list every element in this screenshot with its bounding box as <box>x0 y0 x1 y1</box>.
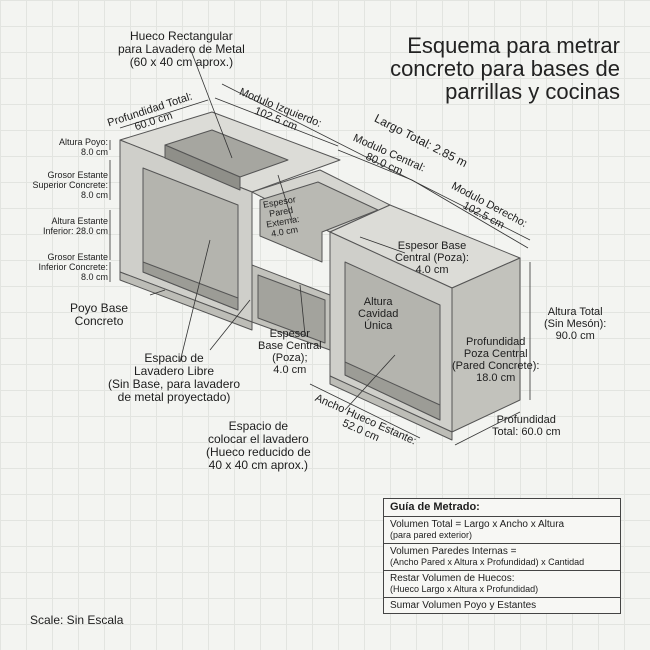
right-cavity-floor <box>344 361 441 421</box>
guide-row: Volumen Paredes Internas = (Ancho Pared … <box>384 544 620 571</box>
guide-row: Volumen Total = Largo x Ancho x Altura (… <box>384 517 620 544</box>
label-altura-cavidad: Altura Cavidad Única <box>358 296 399 332</box>
label-espacio-colocar-lavadero: Espacio de colocar el lavadero (Hueco re… <box>206 419 311 472</box>
label-hueco-rectangular: Hueco Rectangular para Lavadero de Metal… <box>118 29 245 69</box>
label-poyo-base: Poyo Base Concreto <box>70 301 129 328</box>
plinth-left <box>119 271 253 331</box>
central-poza <box>259 181 379 263</box>
label-altura-poyo: Altura Poyo: 8.0 cm <box>58 137 108 157</box>
label-altura-total: Altura Total (Sin Mesón): 90.0 cm <box>544 306 607 342</box>
label-altura-estante-inferior: Altura Estante Inferior: 28.0 cm <box>42 216 108 236</box>
dimension-lines <box>109 47 531 446</box>
label-profundidad-poza: Profundidad Poza Central (Pared Concrete… <box>452 336 540 384</box>
guide-row: Restar Volumen de Huecos: (Hueco Largo x… <box>384 571 620 598</box>
concrete-structure <box>119 111 521 441</box>
scale-note: Scale: Sin Escala <box>30 613 124 627</box>
central-lower-shadow <box>257 274 326 344</box>
title-line-2: concreto para bases de <box>390 56 620 81</box>
title-line-3: parrillas y cocinas <box>445 79 620 104</box>
guide-row: Sumar Volumen Poyo y Estantes <box>390 600 537 611</box>
label-espesor-base-central-top: Espesor Base Central (Poza): 4.0 cm <box>395 240 469 276</box>
label-espesor-base-central-mid: Espesor Base Central (Poza); 4.0 cm <box>258 328 322 376</box>
title-line-1: Esquema para metrar <box>407 33 620 58</box>
right-module-side <box>451 257 521 433</box>
label-grosor-inferior: Grosor Estante Inferior Concrete: 8.0 cm <box>38 252 108 282</box>
label-grosor-superior: Grosor Estante Superior Concrete: 8.0 cm <box>32 170 108 200</box>
left-cavity-floor <box>142 261 239 311</box>
diagram-title: Esquema para metrar concreto para bases … <box>360 34 620 103</box>
guide-heading: Guía de Metrado: <box>384 499 620 517</box>
sink-hole-wall <box>164 144 241 191</box>
label-espesor-pared-externa: Espesor Pared Externa: 4.0 cm <box>262 194 301 239</box>
label-profundidad-total-bottom: Profundidad Total: 60.0 cm <box>492 414 561 438</box>
label-espacio-lavadero-libre: Espacio de Lavadero Libre (Sin Base, par… <box>108 351 241 404</box>
plinth-right <box>329 375 453 441</box>
guia-de-metrado: Guía de Metrado: Volumen Total = Largo x… <box>383 498 621 614</box>
